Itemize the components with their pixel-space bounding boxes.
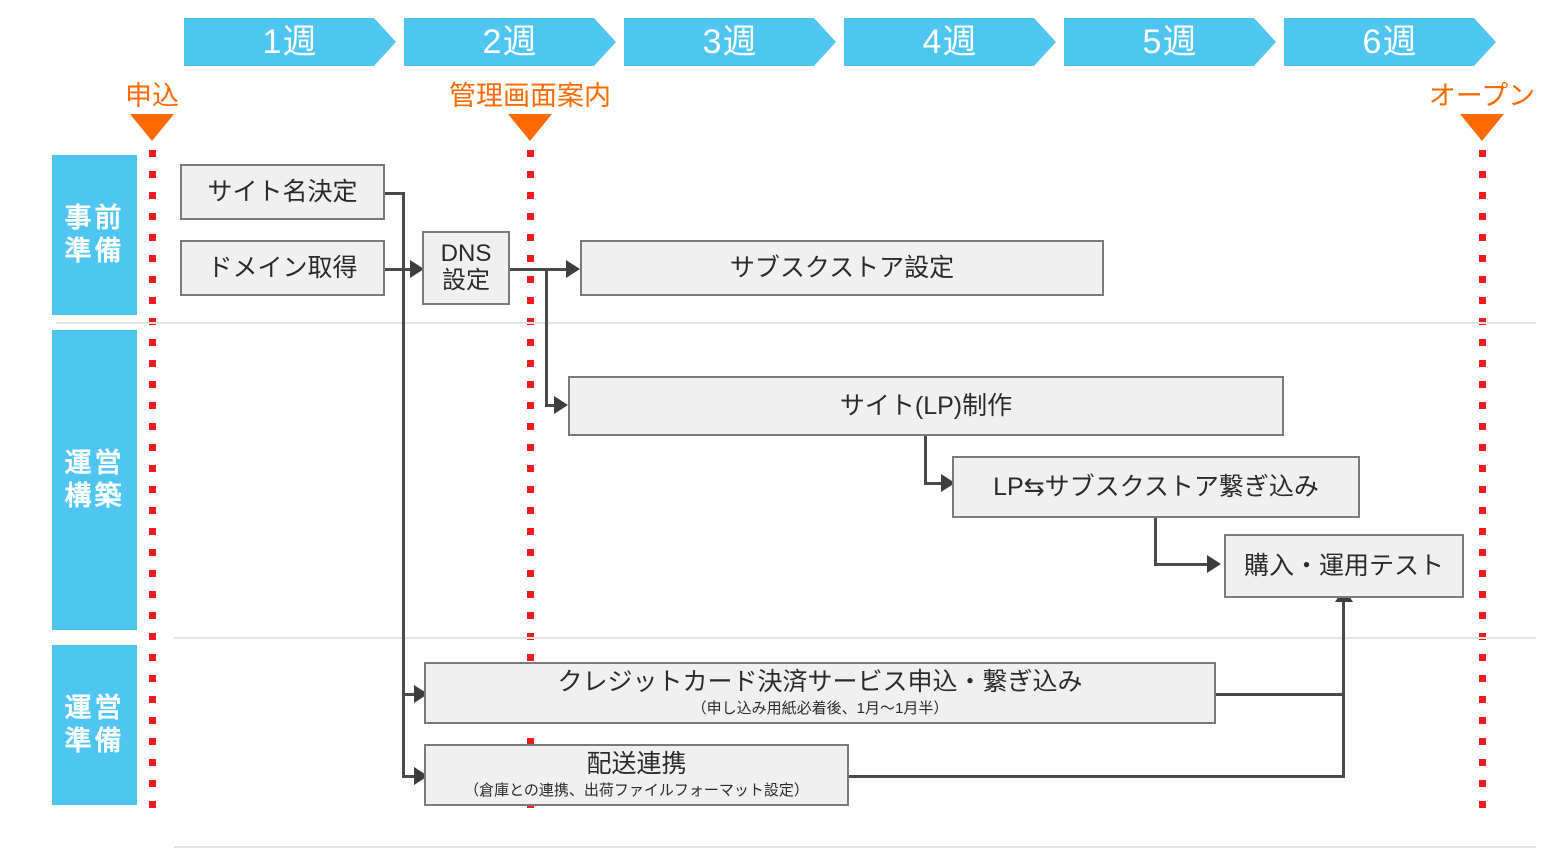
task-purchase-operation-test[interactable]: 購入・運用テスト — [1224, 534, 1464, 598]
lane-separator-2 — [174, 637, 1536, 639]
lane-label-line1: 運営 — [64, 448, 125, 479]
milestone-admin-guide-dotted-line — [527, 150, 534, 810]
week-chip-3: 3週 — [624, 18, 836, 66]
task-site-name[interactable]: サイト名決定 — [180, 164, 385, 220]
task-dns[interactable]: DNS 設定 — [422, 231, 510, 305]
connector-delivery-out — [849, 775, 1345, 778]
milestone-open: オープン — [1429, 83, 1535, 110]
task-substore-setup[interactable]: サブスクストア設定 — [580, 240, 1104, 296]
lane-label-line2: 構築 — [64, 481, 125, 511]
milestone-admin-guide: 管理画面案内 — [449, 83, 611, 110]
lane-label-line2: 準備 — [64, 726, 125, 756]
lane-label-line1: 事前 — [64, 203, 125, 234]
lane-label-build: 運営 構築 — [52, 330, 137, 630]
connector-credit-out — [1216, 693, 1345, 696]
task-label: LP⇆サブスクストア繋ぎ込み — [993, 472, 1319, 501]
week-chip-4: 4週 — [844, 18, 1056, 66]
lane-label-line2: 準備 — [64, 236, 125, 266]
connector-link-to-test — [1154, 563, 1216, 566]
task-label: サブスクストア設定 — [729, 253, 955, 282]
lane-separator-3 — [174, 846, 1536, 848]
connector-sitename-trunk — [402, 192, 405, 776]
milestone-open-triangle-icon — [1460, 114, 1504, 141]
milestone-apply-label: 申込 — [125, 81, 179, 111]
task-label: サイト名決定 — [207, 177, 358, 206]
task-label: サイト(LP)制作 — [839, 391, 1013, 420]
week-chip-1: 1週 — [184, 18, 396, 66]
task-lp-substore-link[interactable]: LP⇆サブスクストア繋ぎ込み — [952, 456, 1360, 518]
task-label: ドメイン取得 — [207, 253, 358, 282]
milestone-open-dotted-line — [1479, 150, 1486, 810]
connector-dns-to-lp-arrow-icon — [554, 396, 568, 414]
connector-dns-branch-down — [545, 268, 548, 405]
task-sublabel: （倉庫との連携、出荷ファイルフォーマット設定） — [464, 781, 809, 799]
week-chip-label: 1週 — [262, 23, 318, 61]
task-sublabel: （申し込み用紙必着後、1月〜1月半） — [691, 699, 949, 717]
task-lp-production[interactable]: サイト(LP)制作 — [568, 376, 1284, 436]
week-chip-2: 2週 — [404, 18, 616, 66]
connector-trunk-to-delivery — [402, 775, 424, 778]
task-credit-card-payment[interactable]: クレジットカード決済サービス申込・繋ぎ込み （申し込み用紙必着後、1月〜1月半） — [424, 662, 1216, 724]
connector-lp-down — [924, 436, 927, 484]
connector-dns-to-substore-arrow-icon — [566, 260, 580, 278]
week-chip-label: 5週 — [1142, 23, 1198, 61]
task-label: 配送連携 — [586, 749, 687, 778]
milestone-admin-guide-triangle-icon — [508, 114, 552, 141]
week-chip-5: 5週 — [1064, 18, 1276, 66]
connector-lp-to-link — [924, 482, 948, 485]
week-chip-label: 3週 — [702, 23, 758, 61]
connector-domain-to-dns-arrow-icon — [410, 260, 424, 278]
task-label: クレジットカード決済サービス申込・繋ぎ込み — [557, 667, 1083, 696]
task-label: DNS 設定 — [440, 240, 492, 294]
lane-label-line1: 運営 — [64, 693, 125, 724]
week-chip-label: 4週 — [922, 23, 978, 61]
lane-label-ops-prep: 運営 準備 — [52, 645, 137, 805]
task-label: 購入・運用テスト — [1243, 551, 1444, 580]
connector-bottom-riser — [1342, 598, 1345, 778]
connector-lp-to-link-arrow-icon — [941, 474, 955, 492]
milestone-admin-guide-label: 管理画面案内 — [449, 81, 611, 111]
milestone-apply: 申込 — [125, 83, 179, 110]
milestone-open-label: オープン — [1428, 81, 1536, 111]
connector-link-down — [1154, 518, 1157, 566]
week-chip-label: 6週 — [1362, 23, 1418, 61]
connector-trunk-to-credit — [402, 693, 424, 696]
connector-domain-to-dns — [383, 268, 414, 271]
task-delivery-integration[interactable]: 配送連携 （倉庫との連携、出荷ファイルフォーマット設定） — [424, 744, 849, 806]
week-chip-6: 6週 — [1284, 18, 1496, 66]
connector-dns-out — [510, 268, 572, 271]
task-domain[interactable]: ドメイン取得 — [180, 240, 385, 296]
connector-sitename-out — [383, 192, 405, 195]
milestone-apply-triangle-icon — [130, 114, 174, 141]
lane-separator-1 — [56, 322, 1536, 324]
connector-link-to-test-arrow-icon — [1207, 555, 1221, 573]
lane-label-prep: 事前 準備 — [52, 155, 137, 315]
milestone-apply-dotted-line — [149, 150, 156, 810]
week-chip-label: 2週 — [482, 23, 538, 61]
